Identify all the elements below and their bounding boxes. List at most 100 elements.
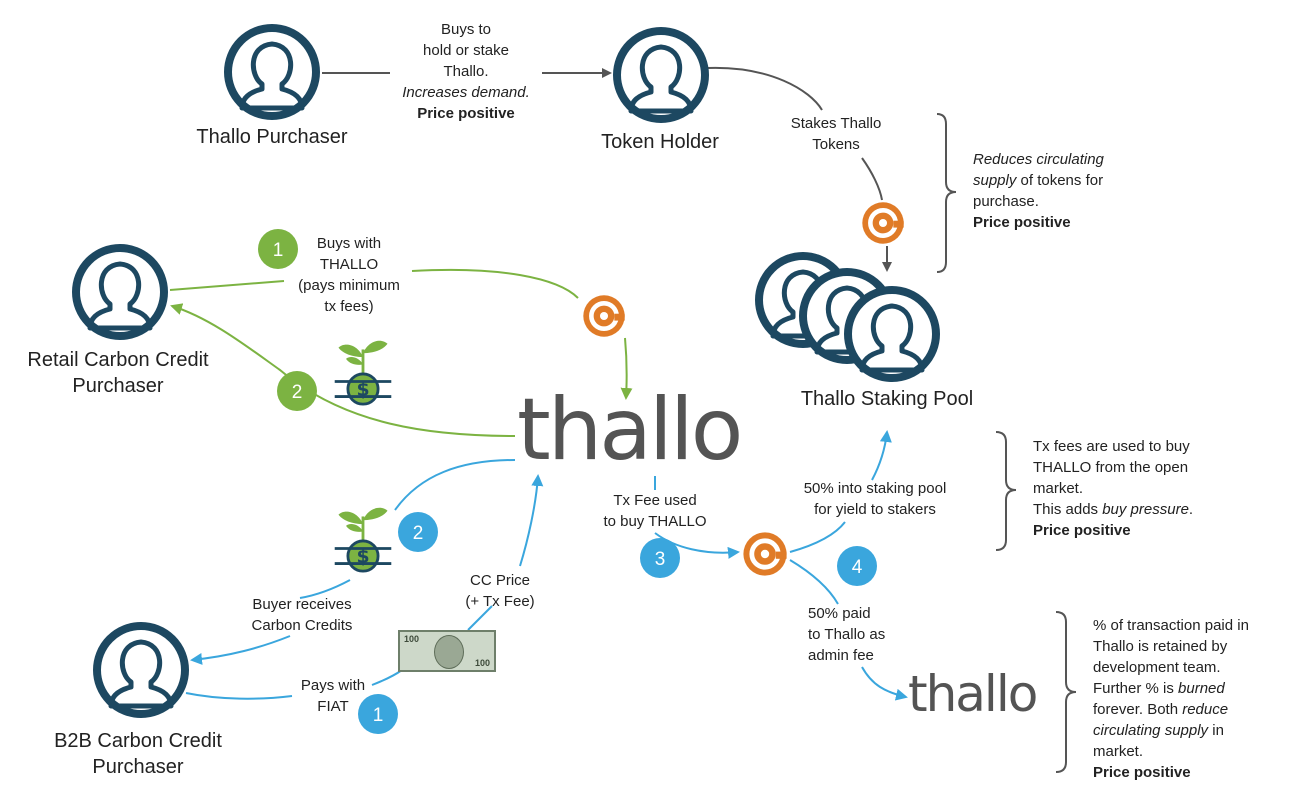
- note-reduces-line1: Reduces circulating: [973, 151, 1104, 168]
- retail-purchaser-line1: Retail Carbon Credit: [27, 349, 209, 371]
- cc-price-line2: (+ Tx Fee): [465, 593, 535, 610]
- note-tx-fees-line4-start: This adds: [1033, 501, 1103, 518]
- b2b-purchaser-label: B2B Carbon Credit Purchaser: [28, 728, 248, 780]
- note-tx-fees-line5: Price positive: [1033, 522, 1131, 539]
- buys-to-hold-line5: Price positive: [417, 105, 515, 122]
- note-tx-fees-line4-italic: buy pressure: [1102, 501, 1189, 518]
- note-retained-line5-italic: reduce: [1182, 701, 1229, 718]
- badge-blue-1: 1: [373, 705, 384, 726]
- note-tx-fees-line2: THALLO from the open: [1033, 459, 1189, 476]
- note-retained-line7: market.: [1093, 743, 1144, 760]
- buyer-receives-label: Buyer receives Carbon Credits: [232, 594, 372, 636]
- note-reduces-line2-rest: of tokens for: [1016, 172, 1104, 189]
- thallo-purchaser-icon: [228, 28, 316, 116]
- tx-fee-used-label: Tx Fee used to buy THALLO: [590, 490, 720, 532]
- thallo-coin-icon-staking: [862, 202, 903, 243]
- buys-to-hold-label: Buys to hold or stake Thallo. Increases …: [386, 19, 546, 124]
- badge-blue-3-circle: [640, 538, 680, 578]
- fifty-staking-line2: for yield to stakers: [814, 501, 936, 518]
- token-holder-icon: [617, 31, 705, 119]
- arrow-bill-to-ccprice: [467, 605, 493, 631]
- arrow-coin-to-admin-label: [789, 559, 839, 605]
- note-retained-line5: forever. Both reduce: [1093, 699, 1293, 720]
- note-reduces-supply: Reduces circulating supply of tokens for…: [973, 149, 1153, 233]
- note-retained-line8: Price positive: [1093, 764, 1191, 781]
- note-reduces-line2: supply of tokens for: [973, 170, 1153, 191]
- buys-with-thallo-line1: Buys with: [316, 235, 382, 252]
- arrow-plant-to-buyer-label: [299, 579, 351, 599]
- stakes-tokens-line2: Tokens: [812, 136, 860, 153]
- token-holder-label: Token Holder: [601, 131, 719, 153]
- plant-money-icon-retail: [333, 339, 393, 406]
- buys-with-thallo-line2: THALLO: [319, 256, 379, 273]
- note-retained-line6-italic: circulating supply: [1093, 722, 1209, 739]
- buyer-receives-line1: Buyer receives: [252, 596, 352, 613]
- buyer-receives-line2: Carbon Credits: [251, 617, 353, 634]
- tx-fee-used-line1: Tx Fee used: [613, 492, 697, 509]
- retail-purchaser-line2: Purchaser: [72, 375, 164, 397]
- note-reduces-line3: purchase.: [973, 193, 1039, 210]
- fifty-paid-line1: 50% paid: [808, 605, 871, 622]
- arrow-thallo-to-plant: [394, 459, 516, 511]
- badge-blue-3: 3: [655, 549, 666, 570]
- staker-icon-3: [848, 290, 936, 378]
- b2b-purchaser-line2: Purchaser: [92, 756, 184, 778]
- plant-money-icon-b2b: [333, 506, 393, 573]
- note-tx-fees-line3: market.: [1033, 480, 1084, 497]
- badge-blue-4-circle: [837, 546, 877, 586]
- note-retained-line4: Further % is burned: [1093, 678, 1293, 699]
- b2b-purchaser-line1: B2B Carbon Credit: [54, 730, 222, 752]
- bill-portrait: [434, 635, 464, 669]
- buys-to-hold-line2: hold or stake: [423, 42, 509, 59]
- arrow-coin-to-staking-label: [789, 521, 846, 553]
- staking-pool-label: Thallo Staking Pool: [800, 388, 974, 410]
- stakes-tokens-label: Stakes Thallo Tokens: [778, 113, 894, 155]
- note-retained-line3: development team.: [1093, 659, 1221, 676]
- arrow-buys-to-coin: [411, 268, 579, 299]
- note-retained-line2: Thallo is retained by: [1093, 638, 1228, 655]
- note-reduces-line4: Price positive: [973, 214, 1071, 231]
- b2b-purchaser-icon: [97, 626, 185, 714]
- fifty-paid-label: 50% paid to Thallo as admin fee: [808, 603, 918, 666]
- note-retained-line1: % of transaction paid in: [1093, 617, 1249, 634]
- badge-green-1-circle: [258, 229, 298, 269]
- arrow-txfee-to-coin: [654, 532, 740, 559]
- thallo-coin-icon-fees: [743, 532, 786, 575]
- note-percent-retained: % of transaction paid in Thallo is retai…: [1093, 615, 1293, 783]
- buys-with-thallo-line3: (pays minimum: [298, 277, 400, 294]
- arrow-staking-label-to-pool: [871, 430, 892, 481]
- retail-purchaser-icon: [76, 248, 164, 336]
- cc-price-label: CC Price (+ Tx Fee): [450, 570, 550, 612]
- pays-fiat-line2: FIAT: [317, 698, 349, 715]
- badge-blue-1-circle: [358, 694, 398, 734]
- bracket-reduces-supply: [936, 113, 957, 273]
- badge-green-2-circle: [277, 371, 317, 411]
- badge-green-1: 1: [273, 240, 284, 261]
- thallo-coin-icon-retail: [583, 295, 624, 336]
- buys-to-hold-line4: Increases demand.: [402, 84, 530, 101]
- bill-amount-bottom: 100: [474, 658, 490, 668]
- stakes-tokens-line1: Stakes Thallo: [790, 115, 882, 132]
- buys-with-thallo-label: Buys with THALLO (pays minimum tx fees): [283, 233, 415, 317]
- fifty-staking-label: 50% into staking pool for yield to stake…: [782, 478, 968, 520]
- bill-amount-top: 100: [404, 634, 420, 644]
- badge-blue-4: 4: [852, 557, 863, 578]
- thallo-logo-main: thallo: [517, 380, 743, 480]
- arrow-retail-buys: [169, 280, 285, 291]
- note-retained-line6-rest: in: [1208, 722, 1224, 739]
- thallo-purchaser-label: Thallo Purchaser: [196, 126, 348, 148]
- arrow-admin-label-to-logo: [861, 666, 908, 701]
- retail-purchaser-label: Retail Carbon Credit Purchaser: [0, 347, 236, 399]
- note-retained-line4-start: Further % is: [1093, 680, 1179, 697]
- badge-blue-2-circle: [398, 512, 438, 552]
- buys-to-hold-line3: Thallo.: [443, 63, 489, 80]
- arrow-stakes-to-coin: [861, 157, 883, 201]
- pays-fiat-label: Pays with FIAT: [286, 675, 380, 717]
- note-tx-fees-line1: Tx fees are used to buy: [1033, 438, 1190, 455]
- arrow-ccprice-to-thallo: [519, 474, 544, 567]
- note-retained-line5-start: forever. Both: [1093, 701, 1183, 718]
- fifty-paid-line2: to Thallo as: [808, 626, 886, 643]
- tx-fee-used-line2: to buy THALLO: [603, 513, 707, 530]
- arrow-holder-to-stakes: [707, 66, 823, 111]
